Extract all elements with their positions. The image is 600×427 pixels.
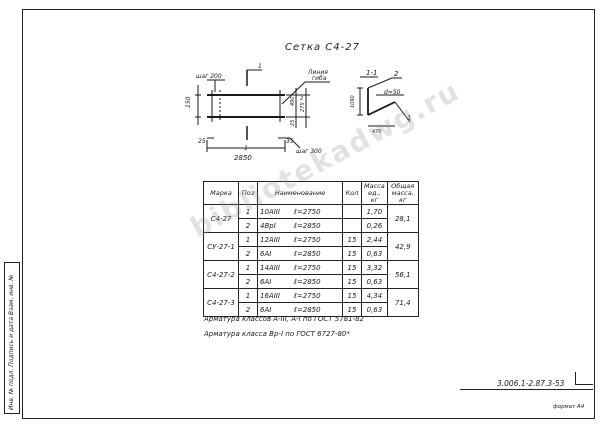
label-line-bend-2: гиба: [312, 75, 327, 82]
bar-designation: 10АIII: [260, 207, 280, 216]
format-label: формат А4: [553, 404, 585, 410]
label-dim-inner-a: 490: [290, 96, 296, 106]
cell-qty: 15: [342, 260, 362, 275]
label-section-top: 1: [258, 63, 262, 70]
cell-qty: 15: [342, 274, 362, 289]
bar-designation: 6АI: [260, 305, 272, 314]
cell-name: 12АIII ℓ=2750: [257, 232, 343, 247]
bar-length: ℓ=2850: [294, 249, 321, 258]
header-name: Наименование: [257, 181, 343, 205]
cell-unit-mass: 1,70: [361, 204, 388, 219]
cell-pos: 2: [238, 274, 258, 289]
note-line: Арматура класса Вр-I по ГОСТ 6727-80*: [204, 330, 350, 338]
cell-unit-mass: 0,26: [361, 218, 388, 233]
cell-name: 14АIII ℓ=2750: [257, 260, 343, 275]
side-stamp: Инв. № подл. Подпись и дата Взам. инв. №: [4, 262, 20, 414]
label-section-base: 470: [372, 129, 382, 135]
label-step-top: шаг 200: [196, 73, 222, 80]
label-dim-inner-c: 275: [300, 102, 306, 112]
bar-length: ℓ=2850: [294, 305, 321, 314]
label-dim-left-bottom: 25: [198, 138, 206, 145]
bar-designation: 6АI: [260, 277, 272, 286]
cell-qty: [342, 204, 362, 219]
cell-unit-mass: 0,63: [361, 246, 388, 261]
cell-unit-mass: 3,32: [361, 260, 388, 275]
cell-qty: 15: [342, 302, 362, 317]
bar-length: ℓ=2750: [294, 291, 321, 300]
cell-mark: С4-27-3: [203, 288, 239, 317]
cell-name: 16АIII ℓ=2750: [257, 288, 343, 303]
cell-name: 4ВрI ℓ=2850: [257, 218, 343, 233]
label-dim-right-bottom: 35: [286, 138, 294, 145]
drawing-title: Сетка С4-27: [285, 42, 360, 53]
stamp-line: [460, 389, 593, 390]
header-qty: Кол: [342, 181, 362, 205]
cell-qty: 15: [342, 288, 362, 303]
bar-designation: 6АI: [260, 249, 272, 258]
cell-unit-mass: 4,34: [361, 288, 388, 303]
cell-qty: [342, 218, 362, 233]
label-dim-inner-d: 25: [290, 120, 296, 126]
cell-mark: С4-27-2: [203, 260, 239, 289]
document-number: 3.006.1-2.87.3-53: [497, 379, 565, 388]
bar-designation: 4ВрI: [260, 221, 276, 230]
label-section-pos2: 2: [394, 70, 399, 78]
bar-length: ℓ=2850: [294, 277, 321, 286]
cell-pos: 2: [238, 246, 258, 261]
label-section-angle: d=50: [384, 89, 401, 96]
bar-designation: 14АIII: [260, 263, 280, 272]
label-line-bend-1: Линия: [307, 69, 328, 76]
cell-total-mass: 28,1: [386, 204, 419, 233]
label-dim-inner-b: 2: [300, 96, 303, 102]
notes: Арматура классов А-III, А-I по ГОСТ 5781…: [204, 312, 364, 342]
label-step-bottom: шаг 300: [296, 148, 322, 155]
label-section-height: 1090: [350, 95, 356, 108]
cell-total-mass: 42,9: [386, 232, 419, 261]
cell-total-mass: 71,4: [386, 288, 419, 317]
label-dim-left-vertical: 150: [185, 96, 192, 108]
cell-name: 6АI ℓ=2850: [257, 302, 343, 317]
section-bent-bar: [367, 101, 396, 116]
label-section-title: 1-1: [366, 69, 377, 77]
bar-designation: 12АIII: [260, 235, 280, 244]
sheet-number-box: [575, 372, 593, 385]
bar-length: ℓ=2850: [294, 221, 321, 230]
cell-name: 6АI ℓ=2850: [257, 246, 343, 261]
cell-pos: 1: [238, 232, 258, 247]
header-total-mass: Общая масса, кг: [386, 181, 419, 205]
cell-unit-mass: 0,63: [361, 302, 388, 317]
cell-unit-mass: 0,63: [361, 274, 388, 289]
label-section-pos1: 1: [407, 114, 411, 122]
table-header-row: Марка Поз Наименование Кол Масса ед., кг…: [203, 181, 419, 205]
bar-length: ℓ=2750: [294, 207, 321, 216]
cell-qty: 15: [342, 246, 362, 261]
header-unit-mass: Масса ед., кг: [361, 181, 388, 205]
cell-pos: 1: [238, 260, 258, 275]
specification-table: Марка Поз Наименование Кол Масса ед., кг…: [203, 181, 419, 317]
cell-pos: 1: [238, 288, 258, 303]
bar-designation: 16АIII: [260, 291, 280, 300]
bar-length: ℓ=2750: [294, 235, 321, 244]
bar-length: ℓ=2750: [294, 263, 321, 272]
label-section-bottom: 1: [244, 145, 248, 152]
label-dim-total: 2850: [234, 154, 252, 162]
cell-unit-mass: 2,44: [361, 232, 388, 247]
cell-qty: 15: [342, 232, 362, 247]
sheet-frame: [22, 9, 595, 419]
note-line: Арматура классов А-III, А-I по ГОСТ 5781…: [204, 315, 364, 323]
cell-total-mass: 56,1: [386, 260, 419, 289]
cell-name: 6АI ℓ=2850: [257, 274, 343, 289]
